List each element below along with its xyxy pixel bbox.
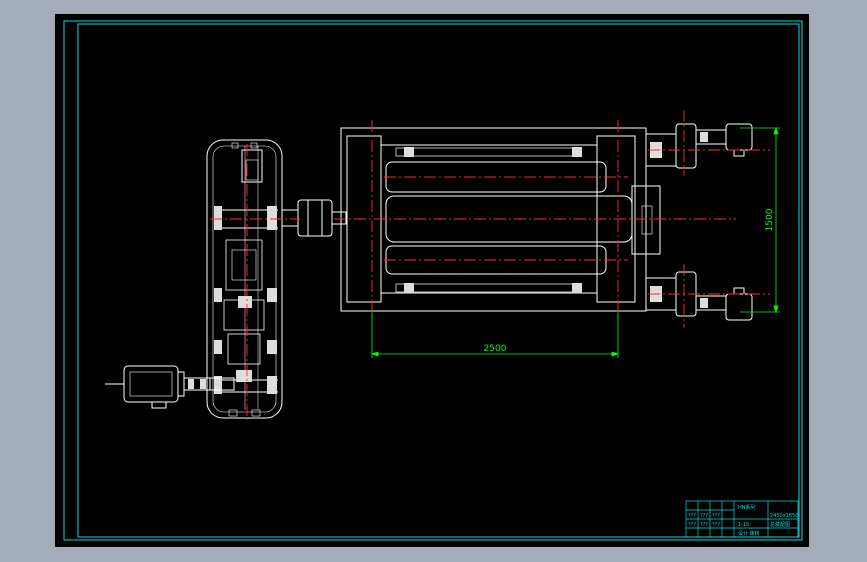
gearbox-gears (214, 206, 277, 394)
title-block-cell: ??? (688, 513, 696, 519)
frame-outline (340, 127, 647, 312)
inner-frame (77, 23, 800, 538)
dimension-height-label: 1500 (765, 208, 775, 231)
title-block-name: HN系列 (738, 504, 756, 511)
gearbox-outline (206, 139, 283, 419)
title-block-cell: ??? (712, 522, 720, 528)
drive-motor (105, 365, 235, 409)
drawing-canvas (55, 14, 809, 547)
title-block (685, 500, 799, 538)
title-block-text: HN系列 2450x1650 总装配图 1:15 设计 审核 ??? ??? ?… (688, 504, 798, 537)
dimension-width-label: 2500 (484, 344, 507, 354)
title-block-sheet: 总装配图 (770, 521, 790, 528)
tie-rod-nuts (404, 147, 582, 293)
title-block-cell: ??? (700, 513, 708, 519)
title-block-sign-row: 设计 审核 (738, 530, 760, 537)
motor-coupling (188, 379, 206, 389)
outer-frame (63, 20, 803, 541)
title-block-cell: ??? (700, 522, 708, 528)
output-coupling (281, 199, 347, 237)
title-block-scale: 1:15 (738, 522, 749, 528)
dimension-height (740, 126, 780, 314)
title-block-drawing-no: 2450x1650 (770, 513, 798, 519)
centerlines (210, 110, 770, 420)
title-block-cell: ??? (712, 513, 720, 519)
dimension-width (370, 312, 620, 358)
title-block-cell: ??? (688, 522, 696, 528)
